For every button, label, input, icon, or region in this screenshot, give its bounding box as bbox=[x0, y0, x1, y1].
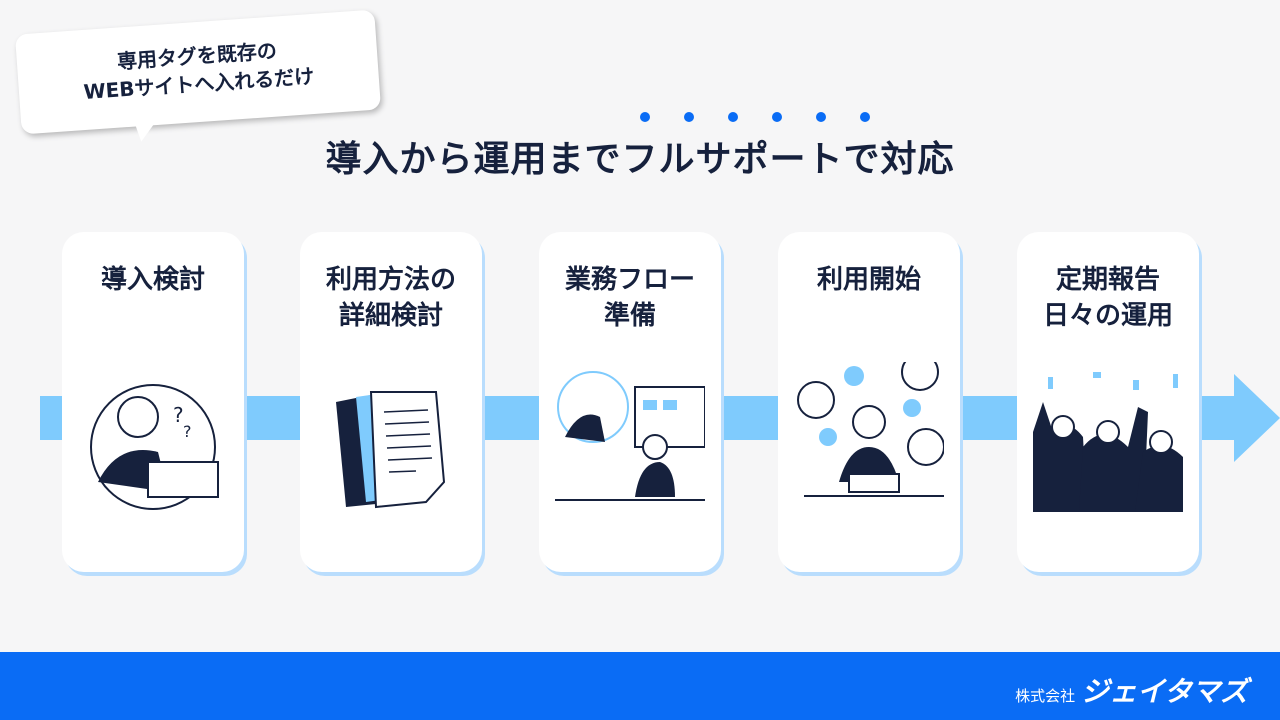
online-meeting-icon bbox=[555, 371, 705, 501]
arrow-head-icon bbox=[1234, 374, 1280, 462]
company-logo: 株式会社 ジェイタマズ bbox=[1015, 670, 1248, 710]
company-prefix: 株式会社 bbox=[1015, 687, 1076, 705]
svg-text:?: ? bbox=[183, 422, 192, 441]
step-label: 定期報告 日々の運用 bbox=[1042, 265, 1173, 331]
step-label: 利用開始 bbox=[816, 265, 921, 295]
step-label: 業務フロー 準備 bbox=[564, 265, 695, 331]
company-name: ジェイタマズ bbox=[1081, 675, 1248, 708]
step-card-3: 業務フロー 準備 bbox=[539, 232, 721, 572]
step-card-2: 利用方法の 詳細検討 bbox=[300, 232, 482, 572]
footer-bar: 株式会社 ジェイタマズ bbox=[0, 652, 1280, 720]
callout-bubble: 専用タグを既存の WEBサイトへ入れるだけ bbox=[14, 9, 382, 135]
team-celebration-icon bbox=[1033, 372, 1183, 512]
step-card-1: 導入検討 ?? bbox=[62, 232, 244, 572]
support-operator-icon bbox=[797, 362, 944, 497]
documents-icon bbox=[336, 391, 446, 509]
emphasis-dots bbox=[640, 112, 870, 124]
svg-text:?: ? bbox=[173, 403, 184, 427]
step-label: 利用方法の 詳細検討 bbox=[325, 265, 456, 331]
person-thinking-laptop-icon: ?? bbox=[90, 384, 219, 510]
step-label: 導入検討 bbox=[100, 265, 205, 295]
step-card-5: 定期報告 日々の運用 bbox=[1017, 232, 1199, 572]
page-title: 導入から運用までフルサポートで対応 bbox=[325, 139, 955, 180]
step-card-4: 利用開始 bbox=[778, 232, 960, 572]
